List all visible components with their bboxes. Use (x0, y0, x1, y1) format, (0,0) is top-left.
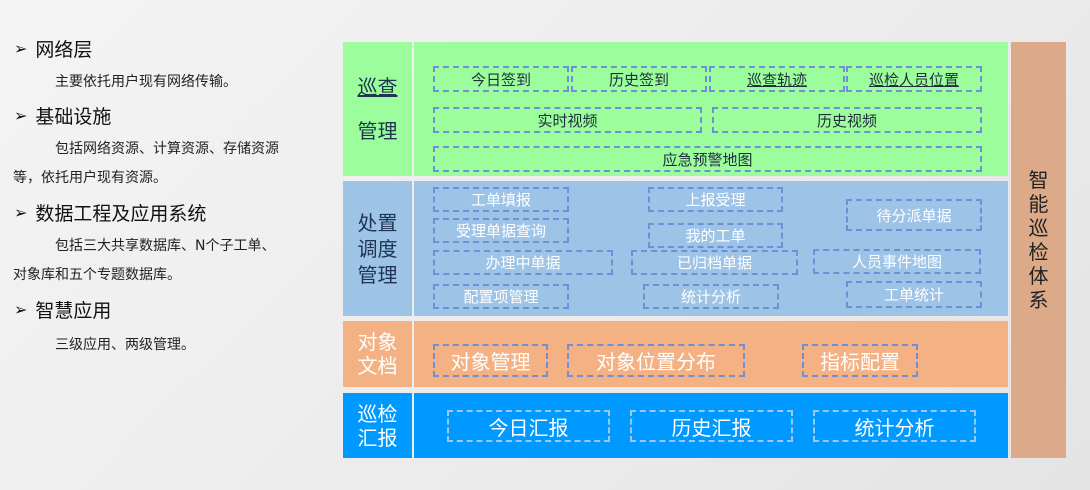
label-line: 巡检 (357, 401, 398, 426)
module-pending-dispatch[interactable]: 待分派单据 (846, 199, 982, 231)
module-history-report[interactable]: 历史汇报 (630, 410, 793, 442)
layer-label-report: 巡检 汇报 (343, 393, 412, 458)
title-char: 巡 (1028, 216, 1049, 240)
module-object-location-distribution[interactable]: 对象位置分布 (567, 344, 745, 377)
layer-body-report: 今日汇报 历史汇报 统计分析 (414, 393, 1008, 458)
module-object-management[interactable]: 对象管理 (433, 344, 548, 377)
module-live-video[interactable]: 实时视频 (433, 107, 702, 133)
layer-label-patrol: 巡查 管理 (343, 42, 412, 176)
system-title-bar: 智 能 巡 检 体 系 (1011, 42, 1066, 458)
title-char: 体 (1028, 264, 1049, 288)
layer-label-object: 对象 文档 (343, 321, 412, 387)
section-heading-infrastructure: ➢ 基础设施 (14, 102, 111, 129)
module-my-work-orders[interactable]: 我的工单 (648, 223, 783, 248)
heading-text: 基础设施 (35, 106, 112, 128)
section-desc-infrastructure-1: 包括网络资源、计算资源、存储资源 (55, 141, 279, 157)
label-line: 调度 (357, 236, 398, 261)
module-indicator-config[interactable]: 指标配置 (802, 344, 918, 377)
section-heading-network: ➢ 网络层 (14, 35, 92, 62)
module-work-order-fill[interactable]: 工单填报 (433, 187, 569, 212)
module-report-accept[interactable]: 上报受理 (648, 187, 783, 212)
layer-label-dispatch: 处置 调度 管理 (343, 181, 412, 316)
module-today-checkin[interactable]: 今日签到 (433, 66, 569, 92)
system-title: 智 能 巡 检 体 系 (1028, 168, 1050, 312)
module-history-video[interactable]: 历史视频 (712, 107, 982, 133)
label-line: 巡查 (357, 75, 398, 99)
section-desc-data-2: 对象库和五个专题数据库。 (13, 267, 181, 283)
module-today-report[interactable]: 今日汇报 (447, 410, 610, 442)
label-line: 处置 (357, 210, 398, 235)
module-in-progress-orders[interactable]: 办理中单据 (433, 250, 613, 275)
heading-text: 数据工程及应用系统 (35, 203, 207, 225)
label-line: 文档 (357, 354, 398, 378)
title-char: 检 (1028, 240, 1049, 264)
arrow-right-icon: ➢ (14, 106, 28, 125)
label-line: 管理 (357, 119, 398, 143)
module-accepted-query[interactable]: 受理单据查询 (433, 218, 569, 243)
module-statistics-analysis[interactable]: 统计分析 (643, 284, 779, 309)
layer-body-object: 对象管理 对象位置分布 指标配置 (414, 321, 1008, 387)
label-line: 对象 (357, 330, 398, 354)
module-inspector-location[interactable]: 巡检人员位置 (846, 66, 982, 92)
module-archived-orders[interactable]: 已归档单据 (631, 250, 798, 275)
section-heading-smart-app: ➢ 智慧应用 (14, 296, 111, 323)
heading-text: 网络层 (35, 39, 93, 61)
module-staff-event-map[interactable]: 人员事件地图 (813, 249, 981, 274)
section-heading-data-engineering: ➢ 数据工程及应用系统 (14, 199, 206, 226)
label-line: 汇报 (357, 425, 398, 450)
module-config-management[interactable]: 配置项管理 (433, 284, 569, 309)
module-work-order-stats[interactable]: 工单统计 (846, 281, 982, 308)
module-report-statistics[interactable]: 统计分析 (813, 410, 976, 442)
arrow-right-icon: ➢ (14, 300, 28, 319)
arrow-right-icon: ➢ (14, 203, 28, 222)
title-char: 系 (1028, 288, 1049, 312)
section-desc-network: 主要依托用户现有网络传输。 (55, 74, 237, 90)
section-desc-smart-app: 三级应用、两级管理。 (55, 337, 195, 353)
module-emergency-warning-map[interactable]: 应急预警地图 (433, 146, 982, 172)
title-char: 智 (1028, 168, 1049, 192)
module-patrol-track[interactable]: 巡查轨迹 (709, 66, 845, 92)
layer-body-dispatch: 工单填报 上报受理 待分派单据 受理单据查询 我的工单 办理中单据 已归档单据 … (414, 181, 1008, 316)
arrow-right-icon: ➢ (14, 39, 28, 58)
section-desc-data-1: 包括三大共享数据库、N个子工单、 (55, 238, 276, 254)
label-line: 管理 (357, 262, 398, 287)
heading-text: 智慧应用 (35, 300, 112, 322)
layer-body-patrol: 今日签到 历史签到 巡查轨迹 巡检人员位置 实时视频 历史视频 应急预警地图 (414, 42, 1008, 176)
module-history-checkin[interactable]: 历史签到 (571, 66, 707, 92)
title-char: 能 (1028, 192, 1049, 216)
section-desc-infrastructure-2: 等，依托用户现有资源。 (13, 170, 167, 186)
